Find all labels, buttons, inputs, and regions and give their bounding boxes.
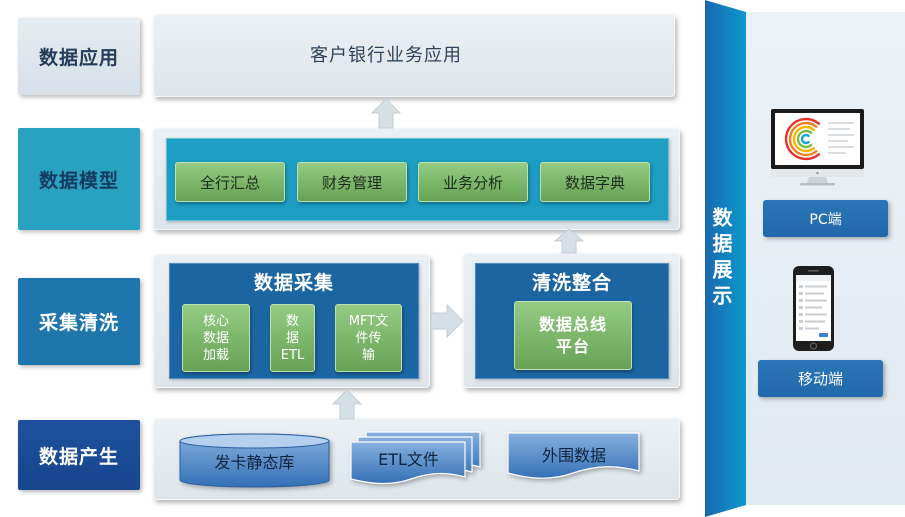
block-arrow-right-icon — [430, 303, 464, 339]
cleansing-group: 清洗整合 数据总线 平台 — [475, 263, 669, 379]
phone-home-button — [810, 342, 817, 350]
block-arrow-up-icon — [370, 98, 402, 129]
phone-list-lines — [799, 285, 827, 330]
document-icon — [507, 432, 640, 479]
collection-module-etl: 数 据 ETL — [270, 304, 315, 372]
layer-label-model: 数据模型 — [18, 128, 140, 230]
stacked-documents-icon — [350, 431, 481, 485]
model-module-finance: 财务管理 — [297, 162, 407, 202]
model-module-group: 全行汇总 财务管理 业务分析 数据字典 — [166, 138, 669, 221]
desktop-monitor-icon — [771, 109, 864, 186]
channel-mobile-button: 移动端 — [758, 360, 883, 397]
data-bus-platform: 数据总线 平台 — [514, 301, 632, 370]
monitor-stand — [807, 177, 828, 183]
source-card-static-db: 发卡静态库 — [214, 453, 295, 472]
layer-label-application: 数据应用 — [18, 18, 140, 95]
database-cylinder-icon — [179, 433, 330, 488]
monitor-screen — [775, 113, 860, 165]
application-layer-panel: 客户银行业务应用 — [153, 14, 675, 97]
model-layer-panel: 全行汇总 财务管理 业务分析 数据字典 — [153, 128, 680, 230]
smartphone-icon — [793, 266, 834, 351]
display-channel-panel: PC端 移动端 — [746, 12, 905, 505]
source-peripheral-data: 外围数据 — [541, 446, 606, 465]
cleansing-title: 清洗整合 — [531, 272, 612, 294]
screen-text-lines — [828, 122, 854, 154]
cleansing-panel: 清洗整合 数据总线 平台 — [463, 253, 680, 388]
source-etl-files: ETL文件 — [378, 450, 439, 469]
display-band — [705, 0, 746, 517]
collection-panel: 数据采集 核心 数据 加载 数 据 ETL MFT文 件传 输 — [153, 254, 430, 388]
model-module-analysis: 业务分析 — [418, 162, 528, 202]
block-arrow-up-icon — [331, 389, 363, 420]
collection-title: 数据采集 — [253, 272, 334, 294]
collection-module-core-load: 核心 数据 加载 — [182, 304, 250, 372]
layer-label-collect-clean: 采集清洗 — [18, 278, 140, 365]
monitor-base — [800, 183, 835, 186]
collection-group: 数据采集 核心 数据 加载 数 据 ETL MFT文 件传 输 — [169, 263, 419, 379]
channel-pc-button: PC端 — [763, 200, 888, 237]
layer-label-produce: 数据产生 — [18, 420, 140, 490]
application-title: 客户银行业务应用 — [310, 45, 462, 66]
block-arrow-up-icon — [553, 228, 585, 254]
logo-arcs-icon — [784, 117, 821, 161]
collection-module-mft: MFT文 件传 输 — [335, 304, 402, 372]
display-band-title: 数据展示 — [709, 207, 733, 311]
model-module-summary: 全行汇总 — [175, 162, 285, 202]
source-layer-panel: 发卡静态库 ETL文件 外围数据 — [153, 418, 680, 500]
model-module-dictionary: 数据字典 — [540, 162, 650, 202]
